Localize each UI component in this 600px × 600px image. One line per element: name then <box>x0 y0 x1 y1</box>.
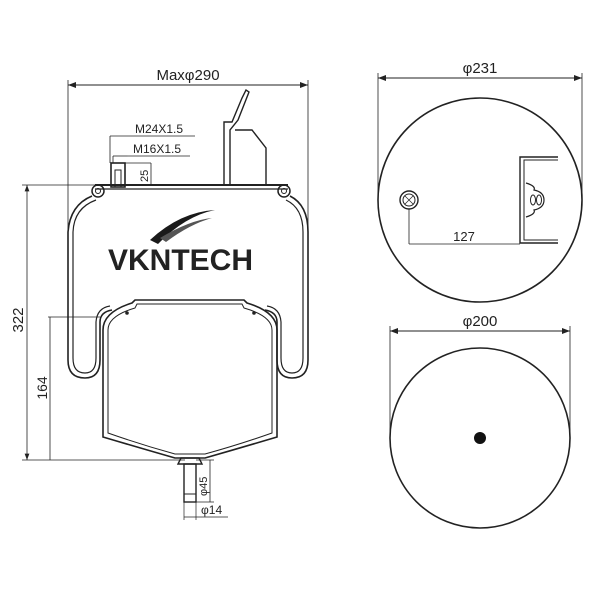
piston-height-dimension: 164 <box>34 316 100 460</box>
mounting-stud: φ45 φ14 <box>176 457 228 520</box>
stud-center-dot <box>474 432 486 444</box>
bottom-view: φ200 <box>389 313 571 529</box>
bead-right <box>277 184 291 198</box>
mounting-bracket <box>223 88 267 185</box>
stud-length-label: φ45 <box>198 477 210 496</box>
bead-left <box>91 184 105 198</box>
top-view: φ231 127 <box>377 60 583 303</box>
brand-logo: VKNTECH <box>108 210 253 277</box>
top-diameter-label: φ231 <box>463 60 498 77</box>
offset-label: 127 <box>453 229 475 244</box>
bracket-top-view <box>519 156 558 244</box>
logo-text: VKNTECH <box>108 244 253 277</box>
thread-large-label: M24X1.5 <box>135 122 183 136</box>
air-fitting-hole <box>399 190 419 210</box>
bottom-diameter-label: φ200 <box>463 313 498 330</box>
stud-diameter-label: φ14 <box>201 503 222 517</box>
piston <box>102 299 278 459</box>
max-diameter-dimension: Maxφ290 <box>67 67 309 230</box>
top-plate-outline <box>377 97 583 303</box>
thread-small-label: M16X1.5 <box>133 142 181 156</box>
fitting-height-label: 25 <box>139 170 151 182</box>
piston-height-label: 164 <box>34 376 50 400</box>
air-fitting: M24X1.5 M16X1.5 25 <box>109 122 195 188</box>
side-view: Maxφ290 M24X1.5 M16X1.5 25 <box>10 67 309 520</box>
total-height-dimension: 322 <box>10 184 185 461</box>
max-diameter-label: Maxφ290 <box>156 67 219 84</box>
piston-base-outline <box>389 347 571 529</box>
total-height-label: 322 <box>10 307 27 332</box>
rubber-bellow <box>67 195 309 379</box>
